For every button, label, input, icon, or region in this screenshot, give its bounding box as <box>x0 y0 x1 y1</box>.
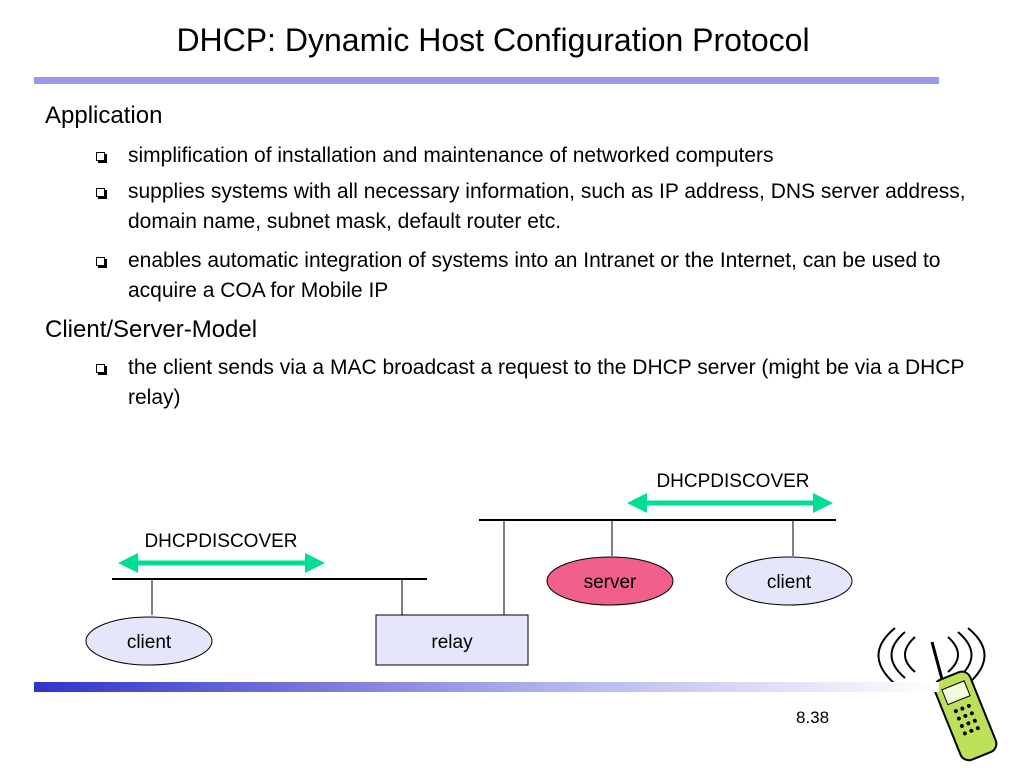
checkbox-bullet-icon <box>96 188 107 199</box>
page-number: 8.38 <box>796 708 830 727</box>
right-client-node <box>725 556 853 606</box>
server-label: server <box>584 572 637 593</box>
right-client-label: client <box>767 572 812 593</box>
mobile-phone-icon <box>877 627 998 762</box>
bullet-text: enables automatic integration of systems… <box>128 249 941 302</box>
left-client-node <box>85 616 213 666</box>
section-heading-application: Application <box>45 102 163 129</box>
right-message-label: DHCPDISCOVER <box>656 471 809 492</box>
checkbox-bullet-icon <box>96 152 107 163</box>
section-heading-client-server: Client/Server-Model <box>45 316 258 343</box>
server-node <box>546 556 674 606</box>
checkbox-bullet-icon <box>96 257 107 268</box>
checkbox-bullet-icon <box>96 364 107 375</box>
relay-label: relay <box>431 632 473 653</box>
left-client-label: client <box>127 632 172 653</box>
bullet-text: the client sends via a MAC broadcast a r… <box>128 356 965 409</box>
footer-gradient-bar <box>34 682 939 692</box>
title-underline-bar <box>34 77 939 84</box>
relay-node <box>375 614 529 666</box>
bullet-text: supplies systems with all necessary info… <box>128 180 966 233</box>
slide-title: DHCP: Dynamic Host Configuration Protoco… <box>176 22 810 58</box>
left-message-label: DHCPDISCOVER <box>144 531 297 552</box>
bullet-text: simplification of installation and maint… <box>128 144 774 167</box>
